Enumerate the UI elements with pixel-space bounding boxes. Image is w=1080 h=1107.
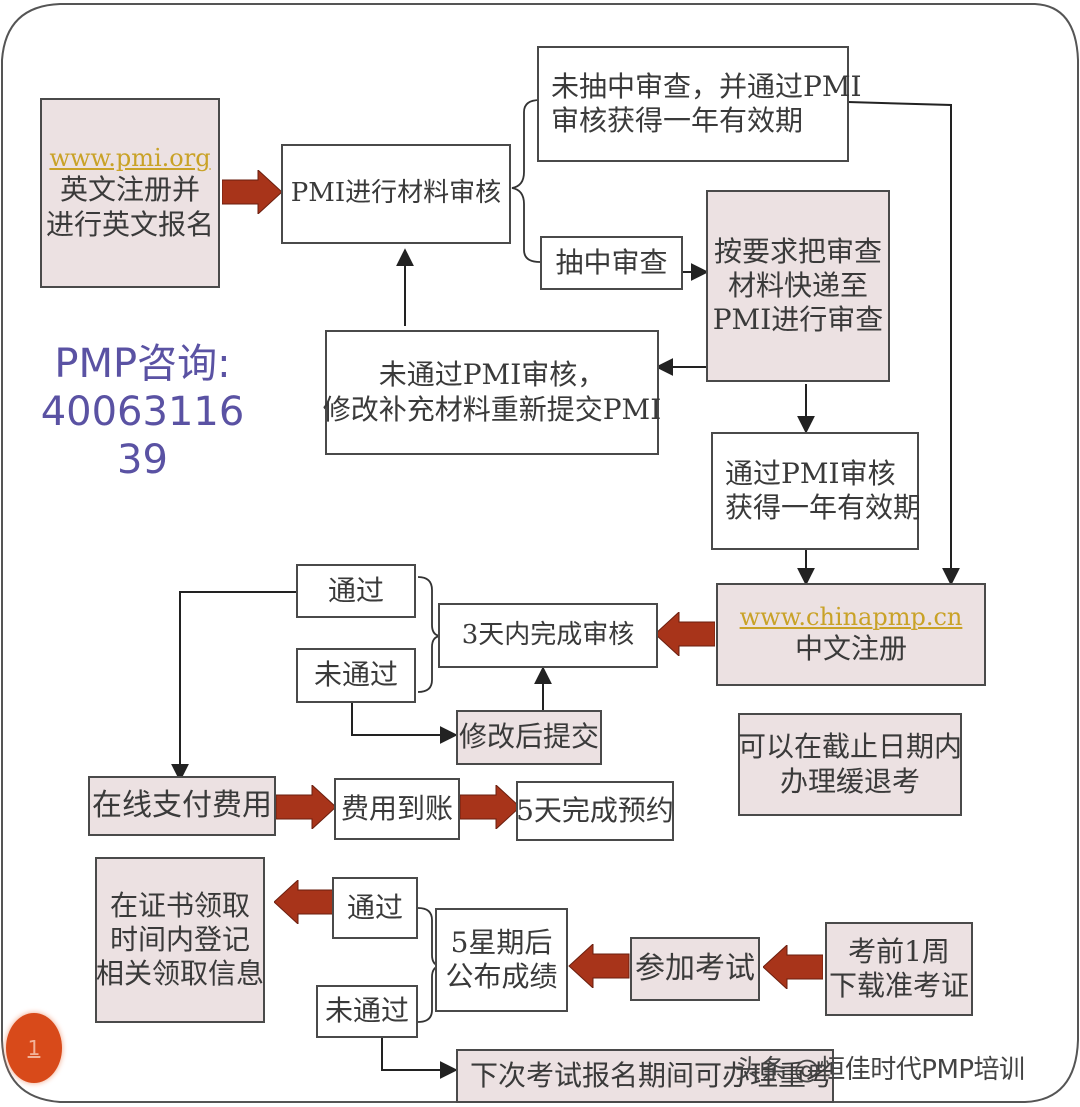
arrow-exam-to-results [568,944,630,988]
node-audit-failed: 未通过PMI审核， 修改补充材料重新提交PMI [323,330,661,455]
contact-phone-part2: 39 [117,437,168,483]
node-review-fail: 未通过 [296,648,416,703]
node-retake: 下次考试报名期间可办理重考 [456,1049,834,1103]
arrow-received-to-booking [460,785,520,829]
arrow-chinapmp-to-3day [655,612,715,656]
arrow-pay-to-received [276,785,336,829]
contact-info: PMP咨询: 40063116 39 [20,340,265,484]
node-send-materials: 按要求把审查 材料快递至 PMI进行审查 [706,190,890,382]
node-take-exam: 参加考试 [630,937,760,1001]
watermark: 头条 @恒佳时代PMP培训 [735,1055,1025,1085]
brace-review-results [417,576,441,693]
node-certificate: 在证书领取 时间内登记 相关领取信息 [95,857,265,1023]
contact-label: PMP咨询: [54,341,231,387]
pmi-org-link[interactable]: www.pmi.org [49,144,211,173]
node-resubmit: 修改后提交 [456,710,602,765]
node-booking-5days: 5天完成预约 [516,781,674,841]
brace-pmi-review [511,99,541,263]
node-not-audited: 未抽中审查，并通过PMI 审核获得一年有效期 [537,46,862,162]
node-review-3days: 3天内完成审核 [438,603,658,668]
arrow-pass-to-certificate [274,880,334,924]
node-audited: 抽中审查 [540,236,683,290]
node-chinapmp-register: www.chinapmp.cn 中文注册 [716,583,986,686]
node-review-pass: 通过 [296,564,416,618]
node-pay-online: 在线支付费用 [88,776,276,836]
node-exam-pass: 通过 [332,877,418,939]
chinapmp-link[interactable]: www.chinapmp.cn [739,602,963,631]
node-pmi-review: PMI进行材料审核 [281,144,511,244]
node-results-5weeks: 5星期后 公布成绩 [435,908,568,1012]
node-payment-received: 费用到账 [334,778,460,840]
arrow-admission-to-exam [763,945,823,989]
node-pmi-register: www.pmi.org 英文注册并 进行英文报名 [40,98,220,288]
node-defer-note: 可以在截止日期内 办理缓退考 [738,713,962,816]
node-exam-fail: 未通过 [316,985,418,1038]
page-number-badge: 1 [6,1013,62,1083]
arrow-register-to-review [222,170,282,214]
node-audit-passed: 通过PMI审核 获得一年有效期 [711,432,921,550]
contact-phone-part1: 40063116 [40,389,245,435]
node-download-admission: 考前1周 下载准考证 [825,922,973,1016]
